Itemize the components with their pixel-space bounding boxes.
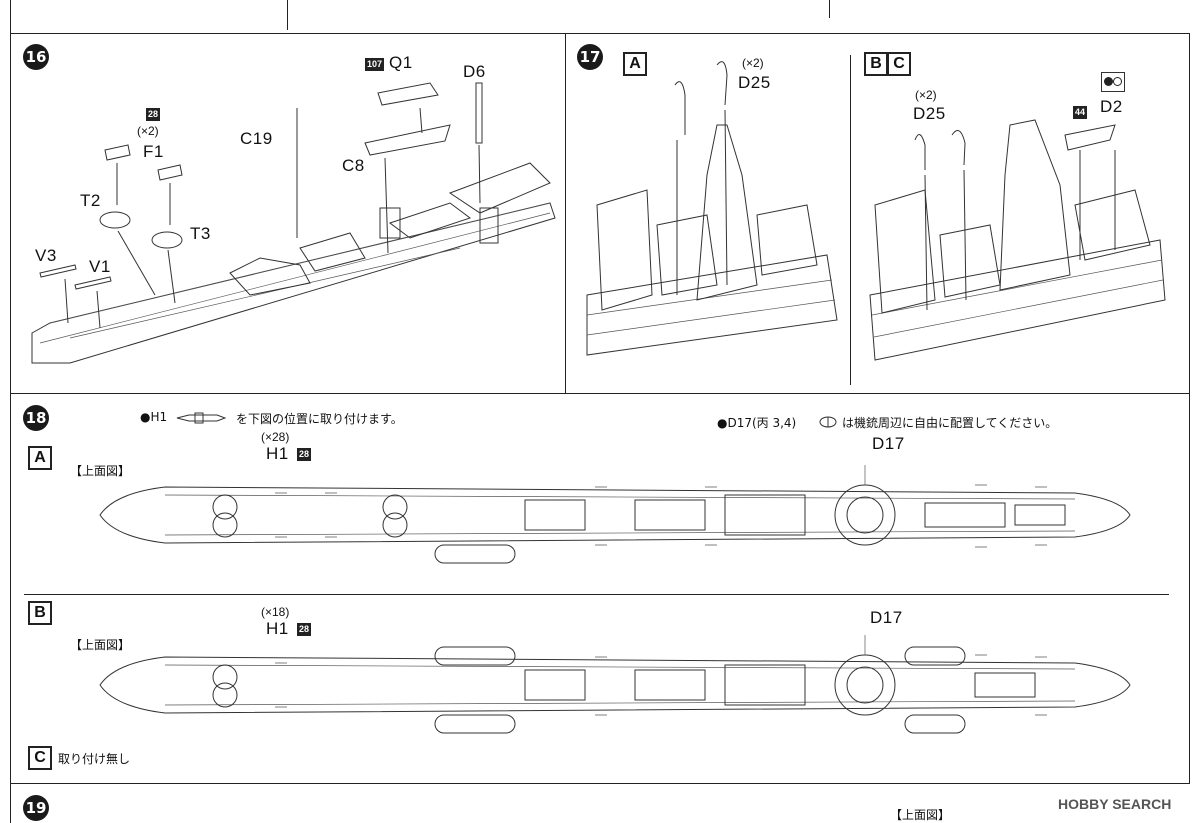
step-18-number: 18 [23, 405, 49, 431]
row2-bottom [10, 783, 1190, 784]
step19-view-label: 【上面図】 [890, 808, 951, 822]
step18-a-deck-plan [99, 465, 1131, 564]
step17-variant-c: C [887, 52, 911, 76]
part-d6-label: D6 [463, 62, 486, 81]
f1-part-tag: 28 [146, 108, 161, 121]
step18-variant-c: C [28, 746, 52, 770]
step18-b-part-tag: 28 [297, 623, 312, 636]
hobby-search-watermark: HOBBY SEARCH [1058, 796, 1172, 812]
step18-note-d17: ●D17(丙 3,4) [717, 416, 797, 430]
part-f1-label: F1 [143, 142, 164, 161]
part-t2-label: T2 [80, 191, 101, 210]
left-border-2 [10, 393, 11, 823]
step-16-number: 16 [23, 44, 49, 70]
step17-bc-part-d25: D25 [913, 104, 946, 123]
step18-b-part-h1: H1 [266, 619, 289, 638]
step17-variant-a: A [623, 52, 647, 76]
step-17-number: 17 [577, 44, 603, 70]
step18-b-quantity: (×18) [261, 605, 290, 619]
step17-divider [850, 55, 851, 385]
step17-bc-quantity: (×2) [915, 88, 937, 102]
d2-part-tag: 44 [1073, 106, 1088, 119]
part-c19-label: C19 [240, 129, 273, 148]
part-c8-label: C8 [342, 156, 365, 175]
step18-note-h1: ●H1 [140, 410, 168, 424]
step18-b-view-label: 【上面図】 [70, 638, 131, 652]
step18-a-part-h1: H1 [266, 444, 289, 463]
d17-part-icon [819, 416, 837, 428]
step-19-number: 19 [23, 795, 49, 821]
q1-part-tag: 107 [365, 58, 385, 71]
top-divider-2 [829, 0, 830, 18]
step18-variant-a: A [28, 446, 52, 470]
step16-ship-drawing [31, 82, 556, 364]
step18-b-deck-plan [99, 635, 1131, 734]
step16-right-border [565, 33, 566, 393]
step18-a-part-tag: 28 [297, 448, 312, 461]
part-q1-label: Q1 [389, 53, 413, 72]
h1-part-icon [176, 412, 227, 424]
step18-b-d17-label: D17 [870, 608, 903, 627]
header-bottom [10, 33, 1190, 34]
step18-a-view-label: 【上面図】 [70, 464, 131, 478]
step17-bc-ship-drawing [869, 119, 1166, 361]
step18-variant-b: B [28, 601, 52, 625]
part-v1-label: V1 [89, 257, 111, 276]
step17-a-ship-drawing [586, 61, 838, 356]
step18-note-d17-text: は機銃周辺に自由に配置してください。 [842, 416, 1058, 430]
step18-c-no-install: 取り付け無し [58, 752, 131, 766]
step18-a-quantity: (×28) [261, 430, 290, 444]
row1-bottom [10, 393, 1190, 394]
step17-part-d2: D2 [1100, 97, 1123, 116]
part-t3-label: T3 [190, 224, 211, 243]
right-border [1189, 33, 1190, 783]
top-divider-1 [287, 0, 288, 30]
top-border-left [10, 0, 11, 393]
d2-color-icon [1101, 72, 1125, 92]
step17-a-part-d25: D25 [738, 73, 771, 92]
step18-ab-divider [24, 594, 1169, 595]
step18-a-d17-label: D17 [872, 434, 905, 453]
step18-note-h1-text: を下図の位置に取り付けます。 [236, 412, 403, 426]
step17-a-quantity: (×2) [742, 56, 764, 70]
f1-quantity: (×2) [137, 124, 159, 138]
part-v3-label: V3 [35, 246, 57, 265]
